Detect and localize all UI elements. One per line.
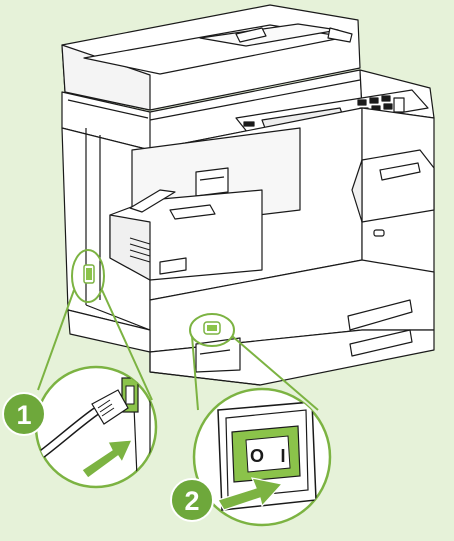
step-2-badge: 2 <box>171 479 213 521</box>
switch-off-mark: O <box>250 446 264 466</box>
power-switch-location <box>204 322 220 334</box>
step-2-number: 2 <box>184 486 199 516</box>
power-switch-icon: O I <box>218 402 316 510</box>
step-1-power-cord-callout: 1 <box>3 360 156 500</box>
power-port-location <box>84 265 94 283</box>
printer-illustration <box>62 5 434 385</box>
step-1-number: 1 <box>16 400 31 430</box>
printer-main-body <box>62 108 434 385</box>
step-1-badge: 1 <box>3 393 45 435</box>
step-2-power-switch-callout: O I 2 <box>171 389 330 525</box>
switch-on-mark: I <box>280 446 285 466</box>
